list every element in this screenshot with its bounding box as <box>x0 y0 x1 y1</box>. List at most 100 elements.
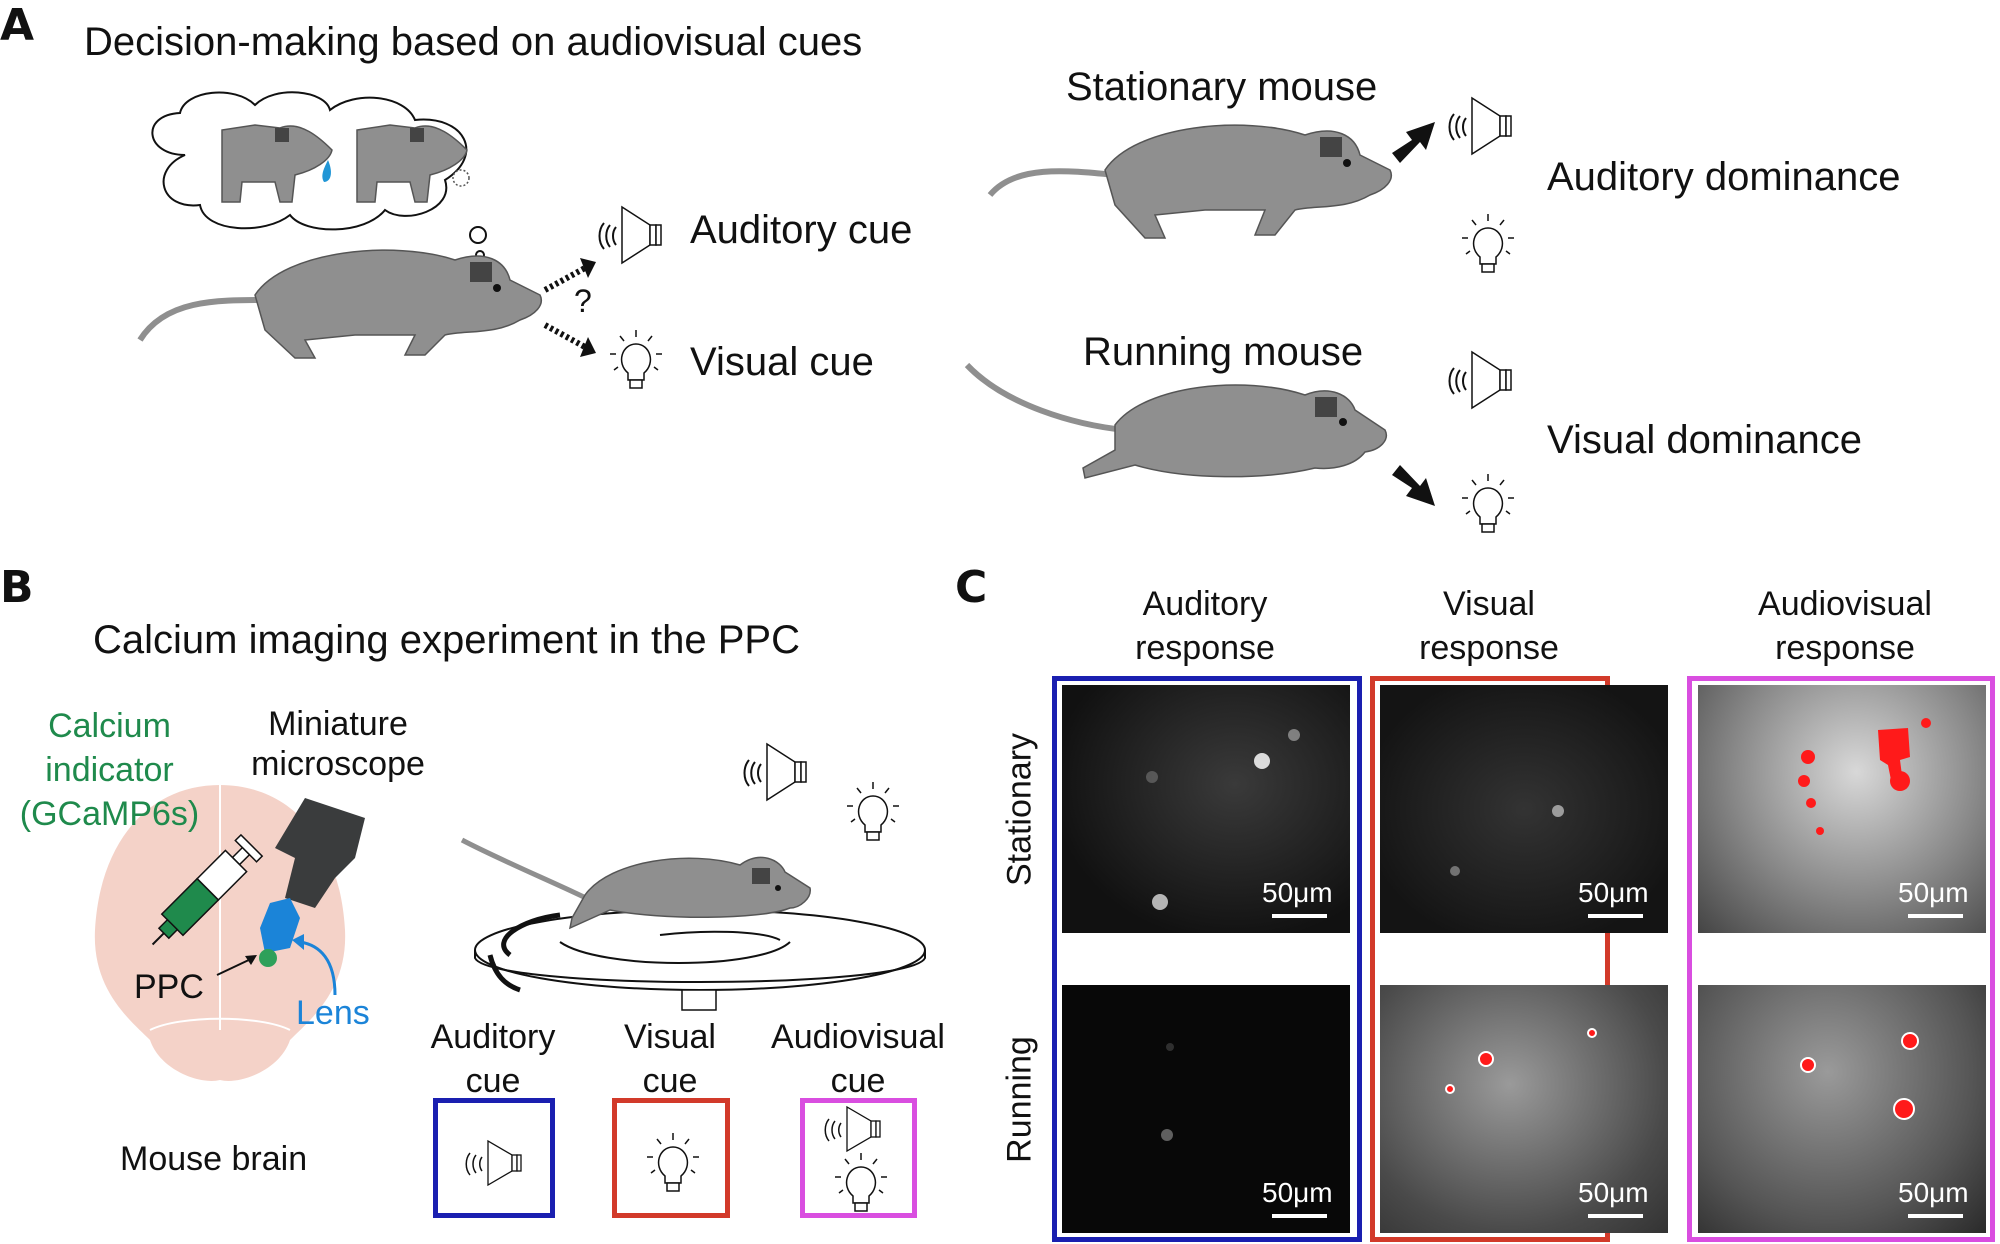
ppc-dot-icon <box>259 949 277 967</box>
speaker-icon <box>1448 350 1512 410</box>
mouse-deciding-icon <box>137 249 542 359</box>
speaker-icon <box>743 742 807 802</box>
cell-spots <box>1146 729 1300 910</box>
scale-bar-label: 50μm <box>1578 877 1649 908</box>
column-header-line2: response <box>1775 629 1915 667</box>
panel-a-letter: A <box>0 0 35 51</box>
bold-arrow-up-icon <box>1392 122 1435 163</box>
scale-bar <box>1588 914 1643 918</box>
micrograph-visual-stationary: 50μm <box>1380 685 1668 933</box>
miniature-microscope-icon <box>260 798 365 953</box>
lightbulb-icon <box>610 330 662 389</box>
column-header-visual: Visual response <box>1370 582 1608 670</box>
lens-arrow-icon <box>292 934 337 996</box>
auditory-cue-box <box>433 1098 555 1218</box>
panel-b-title: Calcium imaging experiment in the PPC <box>93 618 800 662</box>
air-puff-icon <box>452 169 470 187</box>
response-spots <box>1800 1032 1919 1120</box>
treadmill-running-mouse-icon <box>460 837 926 1011</box>
cell-spots <box>1161 1043 1174 1141</box>
scale-bar <box>1272 914 1327 918</box>
scale-bar <box>1908 914 1963 918</box>
cue-label-line1: Auditory <box>430 1018 556 1056</box>
auditory-dominance-label: Auditory dominance <box>1547 155 1901 199</box>
scale-bar-label: 50μm <box>1262 877 1333 908</box>
cue-label-line2: cue <box>465 1062 521 1100</box>
speaker-icon <box>465 1139 522 1187</box>
row-label-stationary: Stationary <box>1000 732 1039 887</box>
calcium-indicator-line3: (GCaMP6s) <box>19 795 200 833</box>
panel-a-title: Decision-making based on audiovisual cue… <box>84 20 863 64</box>
visual-dominance-label: Visual dominance <box>1547 418 1863 462</box>
micrograph-auditory-running: 50μm <box>1062 985 1350 1233</box>
column-header-line1: Audiovisual <box>1758 585 1932 623</box>
column-header-audiovisual: Audiovisual response <box>1665 582 2000 670</box>
stationary-mouse-icon <box>987 124 1392 239</box>
scale-bar <box>1272 1214 1327 1218</box>
visual-cue-label: Visual cue <box>690 340 874 384</box>
microscope-label-line1: Miniature <box>268 705 408 743</box>
column-header-line1: Visual <box>1443 585 1535 623</box>
lightbulb-icon <box>1462 214 1514 273</box>
scale-bar <box>1588 1214 1643 1218</box>
calcium-indicator-label: Calcium indicator (GCaMP6s) <box>12 704 207 836</box>
ppc-label: PPC <box>134 968 204 1006</box>
calcium-indicator-line1: Calcium <box>48 707 171 745</box>
lens-label: Lens <box>296 994 370 1032</box>
question-mark: ? <box>574 283 592 319</box>
syringe-icon <box>151 833 264 946</box>
scale-bar-label: 50μm <box>1898 1177 1969 1208</box>
scale-bar-label: 50μm <box>1898 877 1969 908</box>
lightbulb-icon <box>835 1153 887 1212</box>
column-header-line2: response <box>1135 629 1275 667</box>
stationary-mouse-label: Stationary mouse <box>1066 65 1378 109</box>
calcium-indicator-line2: indicator <box>45 751 174 789</box>
audiovisual-cue-box <box>800 1098 917 1218</box>
mouse-airpuff-icon <box>356 124 470 203</box>
micrograph-audiovisual-running: 50μm <box>1698 985 1986 1233</box>
running-mouse-icon <box>964 362 1387 479</box>
bold-arrow-down-icon <box>1392 465 1435 506</box>
speaker-icon <box>824 1105 881 1153</box>
microscope-label: Miniature microscope <box>248 704 428 784</box>
response-spots <box>1798 718 1931 835</box>
cell-spots <box>1450 805 1564 876</box>
water-drop-icon <box>322 160 331 182</box>
mouse-drinking-icon <box>221 124 333 203</box>
scale-bar-label: 50μm <box>1262 1177 1333 1208</box>
auditory-response-column <box>1052 676 1362 1242</box>
micrograph-auditory-stationary: 50μm <box>1062 685 1350 933</box>
cue-label-line2: cue <box>642 1062 698 1100</box>
speaker-icon <box>1448 96 1512 156</box>
row-label-running: Running <box>1000 1036 1039 1163</box>
column-header-line1: Auditory <box>1142 585 1268 623</box>
cue-label-auditory: Auditory cue <box>423 1015 563 1103</box>
scale-bar-label: 50μm <box>1578 1177 1649 1208</box>
auditory-cue-label: Auditory cue <box>690 208 913 252</box>
microscope-label-line2: microscope <box>251 745 425 783</box>
mouse-brain-icon <box>94 785 346 1081</box>
speaker-icon <box>598 205 662 265</box>
lightbulb-icon <box>847 782 899 841</box>
panel-c-letter: C <box>955 562 988 613</box>
panel-b-letter: B <box>0 562 34 613</box>
lightbulb-icon <box>1462 474 1514 533</box>
lightbulb-icon <box>647 1133 699 1192</box>
ppc-arrow-icon <box>216 955 257 976</box>
dashed-arrows-icon <box>543 258 596 357</box>
running-mouse-label: Running mouse <box>1083 330 1364 374</box>
column-header-line2: response <box>1419 629 1559 667</box>
cue-label-line1: Audiovisual <box>771 1018 945 1056</box>
cue-label-visual: Visual cue <box>600 1015 740 1103</box>
column-header-auditory: Auditory response <box>1052 582 1358 670</box>
mouse-brain-label: Mouse brain <box>120 1140 308 1178</box>
cue-label-audiovisual: Audiovisual cue <box>768 1015 948 1103</box>
scale-bar <box>1908 1214 1963 1218</box>
response-spots <box>1445 1028 1597 1094</box>
visual-cue-box <box>612 1098 730 1218</box>
micrograph-audiovisual-stationary: 50μm <box>1698 685 1986 933</box>
visual-response-column <box>1370 676 1610 1242</box>
cue-label-line2: cue <box>830 1062 886 1100</box>
cue-label-line1: Visual <box>624 1018 716 1056</box>
thought-bubble-icon <box>151 91 468 231</box>
